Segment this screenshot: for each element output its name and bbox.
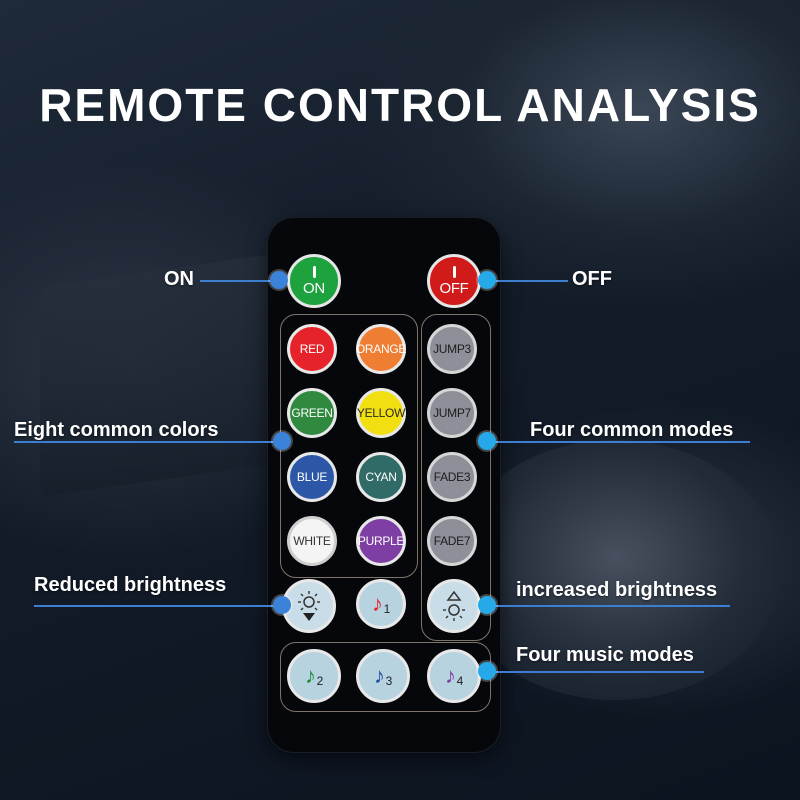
power-off-button[interactable]: OFF xyxy=(427,254,481,308)
callout-dot-music-modes xyxy=(478,662,496,680)
callout-dot-modes xyxy=(478,432,496,450)
music-note-icon: ♪ xyxy=(304,663,316,688)
music-mode-button-3[interactable]: ♪3 xyxy=(356,649,410,703)
music-mode-number: 2 xyxy=(316,674,324,688)
callout-label-modes: Four common modes xyxy=(530,419,734,441)
color-label: CYAN xyxy=(365,470,397,484)
callout-line-music-modes xyxy=(488,671,704,673)
callout-dot-off xyxy=(478,271,496,289)
callout-dot-reduced-brightness xyxy=(273,596,291,614)
mode-label: FADE7 xyxy=(433,534,471,548)
page-title: REMOTE CONTROL ANALYSIS xyxy=(39,79,761,131)
callout-label-reduced-brightness: Reduced brightness xyxy=(34,574,227,596)
music-note-icon: ♪ xyxy=(444,663,456,688)
brightness-up-button[interactable] xyxy=(427,579,481,633)
music-mode-button-4[interactable]: ♪4 xyxy=(427,649,481,703)
mode-label: JUMP7 xyxy=(433,406,471,420)
callout-dot-colors xyxy=(273,432,291,450)
remote-control: ON OFF RED ORANGE GREEN YELLOW BLUE CYAN… xyxy=(268,218,500,752)
mode-button-fade3[interactable]: FADE3 xyxy=(427,452,477,502)
callout-label-colors: Eight common colors xyxy=(14,419,219,441)
callout-line-colors xyxy=(14,441,284,443)
power-on-label: ON xyxy=(303,279,325,297)
callout-label-on: ON xyxy=(164,268,194,290)
music-mode-button-2[interactable]: ♪2 xyxy=(287,649,341,703)
color-label: ORANGE xyxy=(355,342,407,356)
music-mode-number: 3 xyxy=(385,674,393,688)
mode-button-jump7[interactable]: JUMP7 xyxy=(427,388,477,438)
callout-line-off xyxy=(488,280,568,282)
background-control-knob xyxy=(450,440,780,700)
music-note-icon: ♪ xyxy=(371,591,383,616)
callout-line-modes xyxy=(488,441,750,443)
callout-line-increased-brightness xyxy=(488,605,730,607)
background-gear-console xyxy=(40,253,280,497)
callout-dot-increased-brightness xyxy=(478,596,496,614)
color-label: GREEN xyxy=(291,406,333,420)
callout-line-reduced-brightness xyxy=(34,605,284,607)
music-note-icon: ♪ xyxy=(373,663,385,688)
callout-label-off: OFF xyxy=(572,268,612,290)
color-button-yellow[interactable]: YELLOW xyxy=(356,388,406,438)
color-button-green[interactable]: GREEN xyxy=(287,388,337,438)
color-button-orange[interactable]: ORANGE xyxy=(356,324,406,374)
callout-label-increased-brightness: increased brightness xyxy=(516,579,718,601)
brightness-up-icon xyxy=(443,590,465,621)
color-label: BLUE xyxy=(296,470,328,484)
color-label: WHITE xyxy=(293,534,331,548)
mode-group-frame xyxy=(421,314,491,641)
color-button-red[interactable]: RED xyxy=(287,324,337,374)
color-button-white[interactable]: WHITE xyxy=(287,516,337,566)
mode-label: FADE3 xyxy=(433,470,471,484)
color-button-purple[interactable]: PURPLE xyxy=(356,516,406,566)
power-off-label: OFF xyxy=(439,279,469,297)
color-label: YELLOW xyxy=(356,406,406,420)
mode-button-fade7[interactable]: FADE7 xyxy=(427,516,477,566)
music-mode-button-1[interactable]: ♪1 xyxy=(356,579,406,629)
power-on-icon xyxy=(312,265,316,278)
power-off-icon xyxy=(452,265,456,278)
music-mode-number: 4 xyxy=(456,674,464,688)
music-mode-number: 1 xyxy=(383,602,391,616)
callout-dot-on xyxy=(270,271,288,289)
color-label: PURPLE xyxy=(357,534,405,548)
mode-label: JUMP3 xyxy=(433,342,471,356)
color-label: RED xyxy=(299,342,325,356)
color-button-cyan[interactable]: CYAN xyxy=(356,452,406,502)
color-button-blue[interactable]: BLUE xyxy=(287,452,337,502)
callout-label-music-modes: Four music modes xyxy=(516,644,694,666)
brightness-down-icon xyxy=(298,591,320,621)
mode-button-jump3[interactable]: JUMP3 xyxy=(427,324,477,374)
power-on-button[interactable]: ON xyxy=(287,254,341,308)
callout-line-on xyxy=(200,280,278,282)
